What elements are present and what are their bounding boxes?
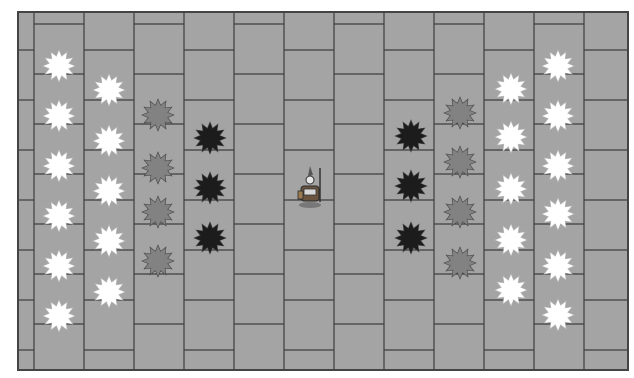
player-shield [298,191,303,199]
player-shadow [299,202,321,208]
player-head [306,176,314,184]
player-armor [304,189,316,195]
